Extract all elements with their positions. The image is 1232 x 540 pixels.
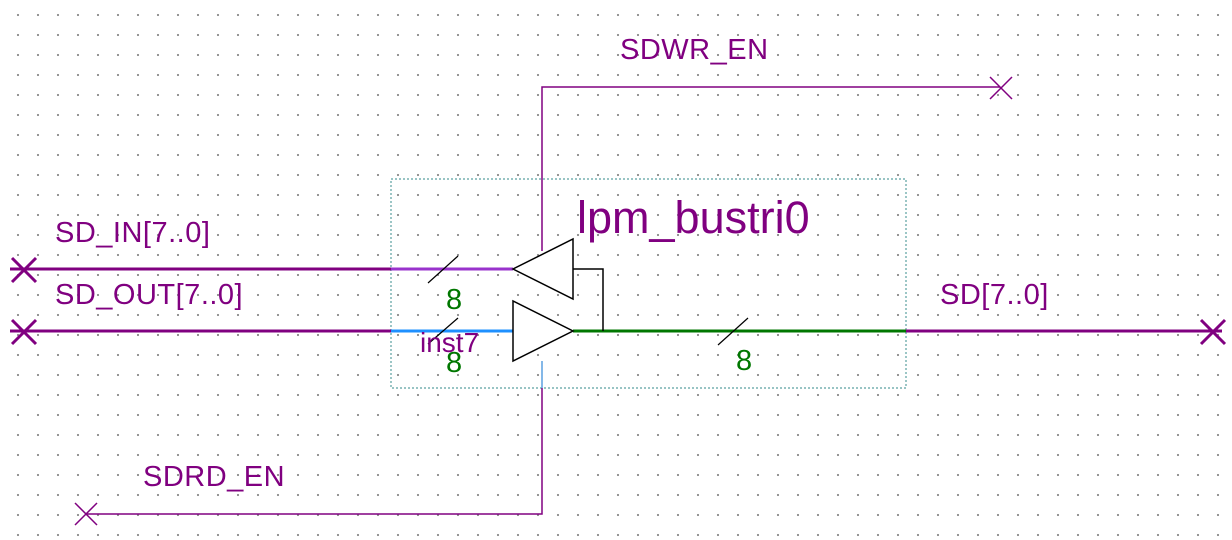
sdrd-en-label: SDRD_EN [143,461,285,493]
sdwr-en-label: SDWR_EN [620,34,769,66]
sd-out-label: SD_OUT[7..0] [55,279,243,311]
sd-wire[interactable] [573,317,1222,346]
sd-bus-width: 8 [736,345,752,377]
sd-pin-x[interactable] [1199,318,1227,346]
instance-name: inst7 [420,327,479,358]
bidir-loop-wire [573,268,604,331]
symbol-title: lpm_bustri0 [577,192,810,243]
sd-in-label: SD_IN[7..0] [55,217,210,249]
sdrd-en-wire[interactable] [74,361,543,526]
sd-in-wire[interactable] [10,255,513,284]
sd-in-bus-width: 8 [446,284,462,316]
input-tristate-buffer[interactable] [511,237,574,301]
sd-label: SD[7..0] [940,279,1049,311]
sd-out-wire[interactable] [10,317,513,345]
symbol-box[interactable] [390,178,907,389]
sd-out-pin-x[interactable] [10,318,38,346]
output-tristate-buffer[interactable] [512,299,575,363]
sd-out-bus-width: 8 [446,347,462,379]
sd-in-pin-x[interactable] [10,256,38,284]
sdwr-en-wire[interactable] [541,76,1013,251]
